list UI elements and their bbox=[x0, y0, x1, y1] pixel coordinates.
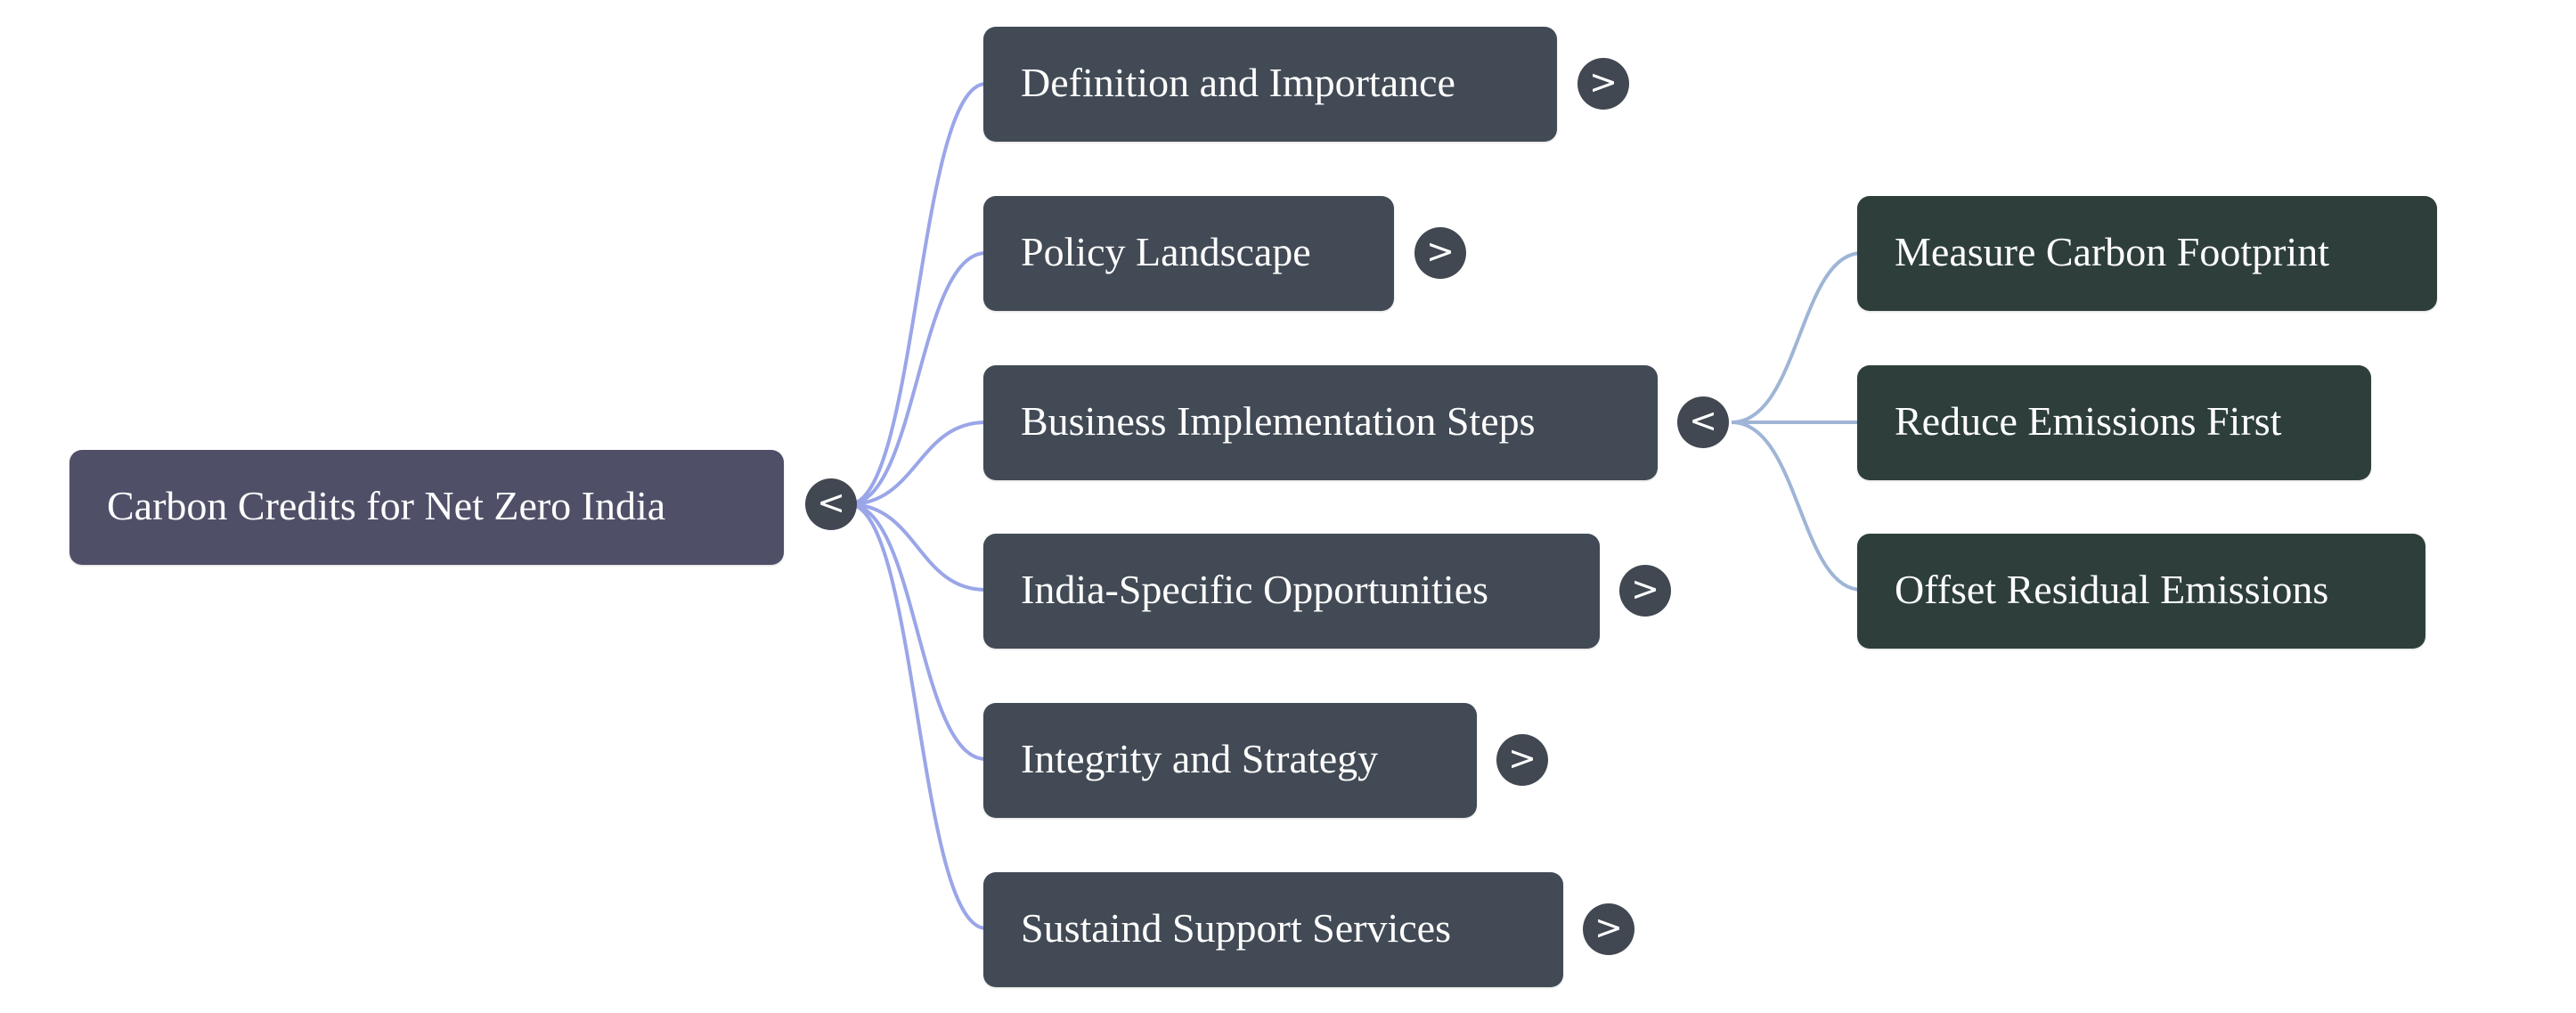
expand-chevron-icon: > bbox=[1426, 232, 1455, 271]
expand-chevron-icon: > bbox=[1631, 569, 1659, 609]
collapse-chevron-icon: < bbox=[1689, 401, 1717, 440]
branch-node-label: Integrity and Strategy bbox=[1021, 735, 1379, 781]
expand-chevron-icon: > bbox=[1508, 739, 1537, 778]
connector-branch-3-leaf-1 bbox=[1731, 251, 1863, 424]
branch-node-label: Definition and Importance bbox=[1021, 59, 1455, 105]
branch-node-label: India-Specific Opportunities bbox=[1021, 566, 1489, 612]
branch-node-label: Business Implementation Steps bbox=[1021, 397, 1536, 444]
connector-root-branch-4 bbox=[848, 502, 987, 592]
leaf-node-measure-carbon-footprint[interactable]: Measure Carbon Footprint bbox=[1857, 196, 2437, 311]
root-collapse-toggle[interactable]: < bbox=[805, 478, 857, 530]
connector-branch-3-leaf-3 bbox=[1731, 421, 1863, 592]
leaf-node-label: Reduce Emissions First bbox=[1895, 397, 2282, 444]
expand-toggle-policy-landscape[interactable]: > bbox=[1414, 227, 1466, 279]
leaf-node-offset-residual-emissions[interactable]: Offset Residual Emissions bbox=[1857, 534, 2425, 649]
leaf-node-label: Offset Residual Emissions bbox=[1895, 566, 2329, 612]
collapse-chevron-icon: < bbox=[817, 483, 845, 522]
expand-toggle-india-specific-opportunities[interactable]: > bbox=[1619, 565, 1671, 617]
expand-toggle-sustaind-support-services[interactable]: > bbox=[1583, 903, 1634, 955]
expand-chevron-icon: > bbox=[1589, 62, 1618, 102]
expand-toggle-definition-and-importance[interactable]: > bbox=[1577, 58, 1629, 110]
connector-root-branch-2 bbox=[848, 251, 987, 506]
branch-node-integrity-and-strategy[interactable]: Integrity and Strategy bbox=[983, 703, 1477, 818]
connector-root-branch-5 bbox=[848, 502, 987, 761]
connector-root-branch-6 bbox=[848, 502, 987, 930]
collapse-toggle-business-implementation-steps[interactable]: < bbox=[1677, 396, 1729, 448]
root-node-label: Carbon Credits for Net Zero India bbox=[107, 482, 666, 528]
branch-node-india-specific-opportunities[interactable]: India-Specific Opportunities bbox=[983, 534, 1600, 649]
leaf-node-label: Measure Carbon Footprint bbox=[1895, 228, 2330, 274]
root-node[interactable]: Carbon Credits for Net Zero India bbox=[69, 450, 784, 565]
expand-chevron-icon: > bbox=[1594, 908, 1623, 947]
branch-node-business-implementation-steps[interactable]: Business Implementation Steps bbox=[983, 365, 1658, 480]
branch-node-policy-landscape[interactable]: Policy Landscape bbox=[983, 196, 1394, 311]
connector-root-branch-3 bbox=[848, 421, 987, 506]
branch-node-definition-and-importance[interactable]: Definition and Importance bbox=[983, 27, 1557, 142]
connector-root-branch-1 bbox=[848, 82, 987, 506]
expand-toggle-integrity-and-strategy[interactable]: > bbox=[1496, 734, 1548, 786]
branch-node-sustaind-support-services[interactable]: Sustaind Support Services bbox=[983, 872, 1563, 987]
branch-node-label: Policy Landscape bbox=[1021, 228, 1311, 274]
branch-node-label: Sustaind Support Services bbox=[1021, 904, 1451, 951]
leaf-node-reduce-emissions-first[interactable]: Reduce Emissions First bbox=[1857, 365, 2371, 480]
